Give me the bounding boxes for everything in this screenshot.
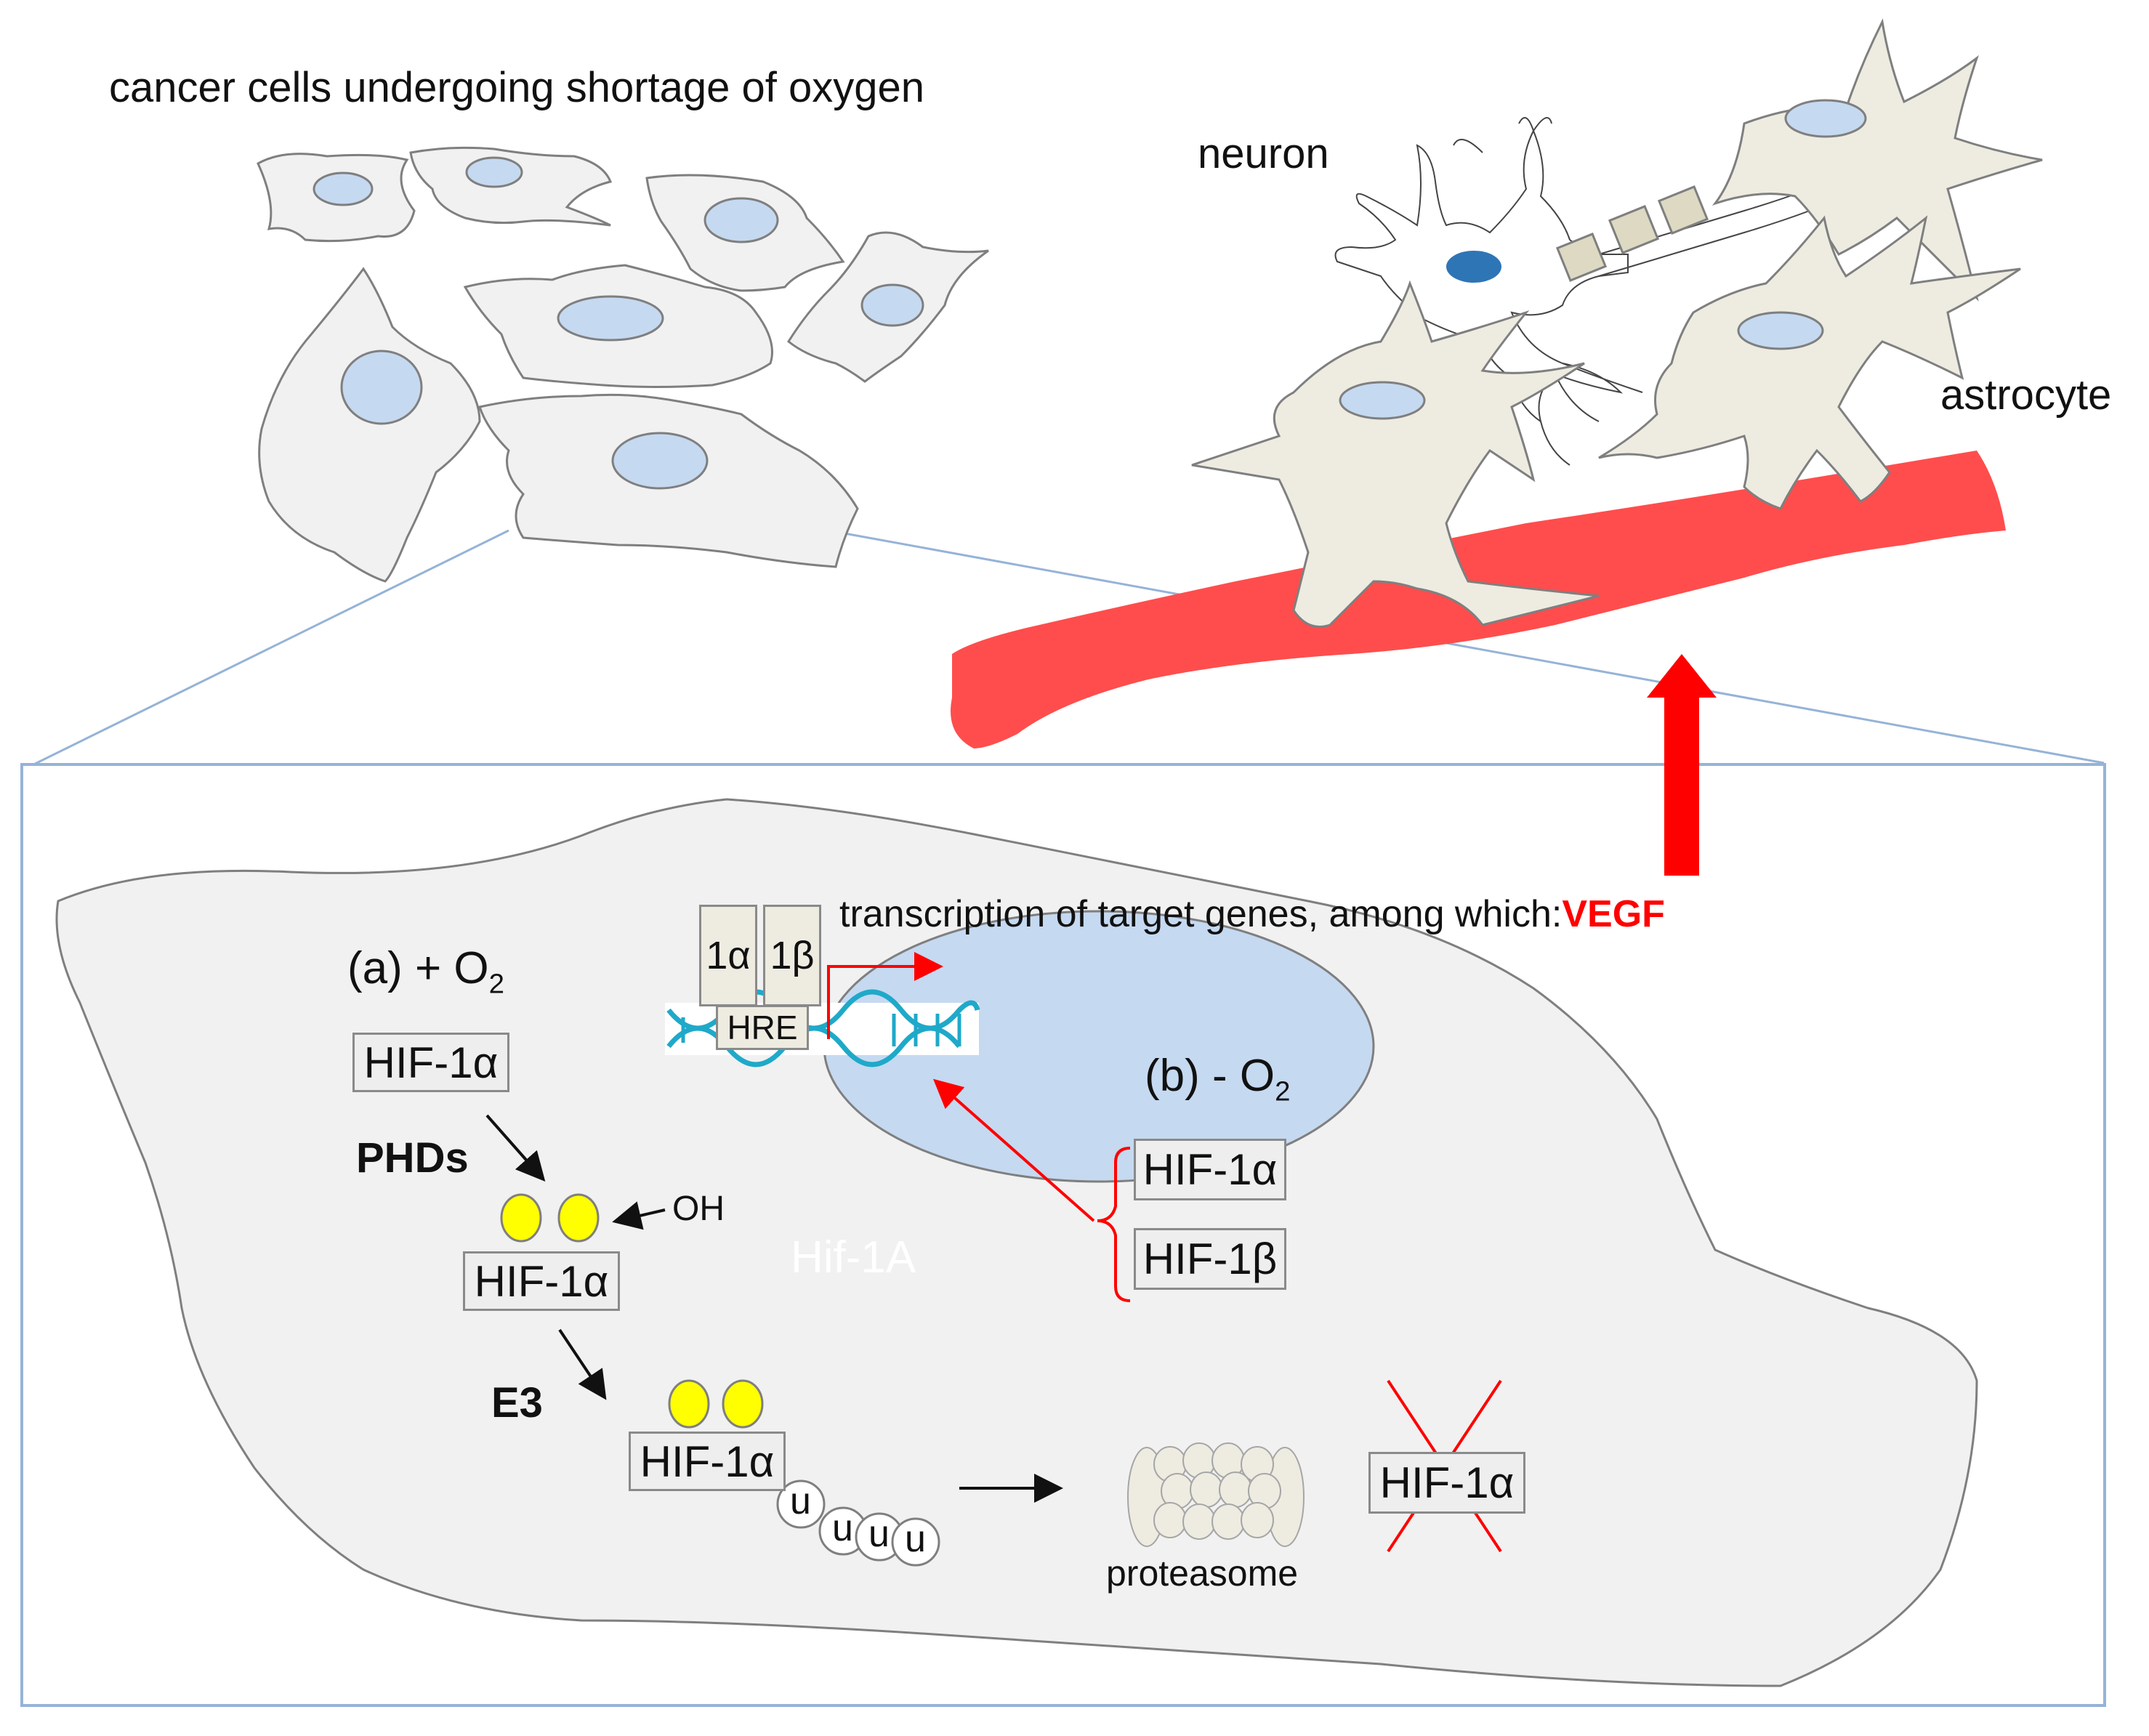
oh-arrow: [612, 1201, 666, 1230]
transcription-start-mark: [827, 952, 943, 1039]
myelin-sheath: [1555, 233, 1608, 282]
hre-box: HRE: [716, 1005, 809, 1050]
neuron-nucleus: [1446, 251, 1501, 283]
oh-label: OH: [672, 1190, 725, 1228]
myelin-sheath: [1608, 205, 1660, 254]
vegf-arrow: [1647, 654, 1717, 876]
proteasome-subunit: [1182, 1503, 1216, 1540]
e3-arrow: [558, 1328, 607, 1400]
hif1b-subunit-box: 1β: [763, 905, 821, 1006]
cancer-cell-nucleus: [860, 283, 924, 327]
ubiquitin-circle: [776, 1479, 826, 1529]
transcription-text: transcription of target genes, among whi…: [839, 893, 1563, 935]
astrocyte-cell: [1191, 280, 1600, 628]
cancer-cell-nucleus: [703, 197, 779, 243]
condition-b-label: (b) - O2: [1145, 1054, 1290, 1106]
vegf-label: VEGF: [1562, 893, 1665, 935]
astrocyte-group: [1191, 18, 2043, 628]
o2-subscript: 2: [488, 968, 505, 1000]
hydroxyl-dot: [722, 1379, 764, 1429]
hif1a-hypoxia-box: HIF-1α: [1134, 1139, 1286, 1200]
cancer-cell: [409, 146, 613, 227]
proteasome-label: proteasome: [1106, 1553, 1299, 1594]
hydroxyl-dot: [668, 1379, 710, 1429]
myelin-sheath: [1657, 185, 1709, 235]
transcription-label: transcription of target genes, among whi…: [839, 895, 1665, 933]
hif1a-ubiquitinated-box: HIF-1α: [629, 1432, 786, 1491]
hydroxyl-dot: [557, 1193, 600, 1243]
ubiquitin-label: u: [790, 1480, 811, 1522]
proteasome-subunit: [1153, 1502, 1187, 1538]
phds-label: PHDs: [356, 1134, 469, 1182]
condition-b-text: (b) - O: [1145, 1051, 1275, 1101]
hydroxyl-groups: [500, 1193, 764, 1429]
cancer-cell-group: [257, 146, 989, 583]
hif1a-watermark: Hif-1A: [791, 1232, 916, 1283]
cancer-cell-nucleus: [557, 295, 664, 342]
proteasome-subunit: [1211, 1503, 1245, 1540]
hif1a-box: HIF-1α: [352, 1033, 509, 1092]
o2-subscript: 2: [1275, 1075, 1291, 1107]
neuron-dendrite: [1453, 117, 1552, 153]
astrocyte-cell: [1598, 215, 2021, 510]
cancer-cells-label: cancer cells undergoing shortage of oxyg…: [109, 64, 925, 111]
proteasome-subunit: [1219, 1471, 1252, 1508]
phd-arrow: [485, 1114, 546, 1182]
cancer-cell-nucleus: [313, 171, 374, 206]
proteasome-subunit: [1190, 1471, 1223, 1508]
ubiquitin-label: u: [832, 1507, 853, 1549]
cancer-cell-nucleus: [611, 432, 709, 490]
myelin-sheath-group: [1555, 185, 1709, 282]
condition-a-text: (a) + O: [347, 943, 489, 993]
ubiquitin-circle: [891, 1517, 940, 1567]
condition-a-label: (a) + O2: [347, 946, 504, 998]
hif1a-hydroxylated-box: HIF-1α: [463, 1251, 620, 1311]
proteasome-subunit: [1241, 1502, 1274, 1538]
nucleus-entry-arrow: [933, 1078, 1095, 1222]
cancer-cell-nucleus: [340, 350, 423, 425]
cancer-cell: [258, 267, 481, 583]
zoom-line-left: [21, 529, 509, 772]
astrocyte-label: astrocyte: [1940, 371, 2112, 419]
astrocyte-cell: [1711, 18, 2043, 302]
hif1a-degraded-box: HIF-1α: [1368, 1452, 1525, 1514]
ubiquitin-chain: [776, 1479, 940, 1567]
hydroxyl-dot: [500, 1193, 542, 1243]
e3-label: E3: [491, 1379, 543, 1426]
neuron-label: neuron: [1198, 130, 1329, 177]
zoom-line-right: [828, 529, 2105, 764]
ubiquitin-label: u: [905, 1518, 926, 1560]
ubiquitin-label: u: [868, 1513, 890, 1555]
astrocyte-nucleus: [1339, 381, 1426, 420]
cancer-cell-nucleus: [465, 156, 523, 188]
hif1a-subunit-box: 1α: [699, 905, 757, 1006]
astrocyte-nucleus: [1784, 99, 1867, 138]
hypoxia-bracket: [1097, 1147, 1131, 1302]
astrocyte-nucleus: [1737, 311, 1824, 350]
proteasome: [1127, 1442, 1305, 1547]
hif1b-hypoxia-box: HIF-1β: [1134, 1228, 1286, 1290]
